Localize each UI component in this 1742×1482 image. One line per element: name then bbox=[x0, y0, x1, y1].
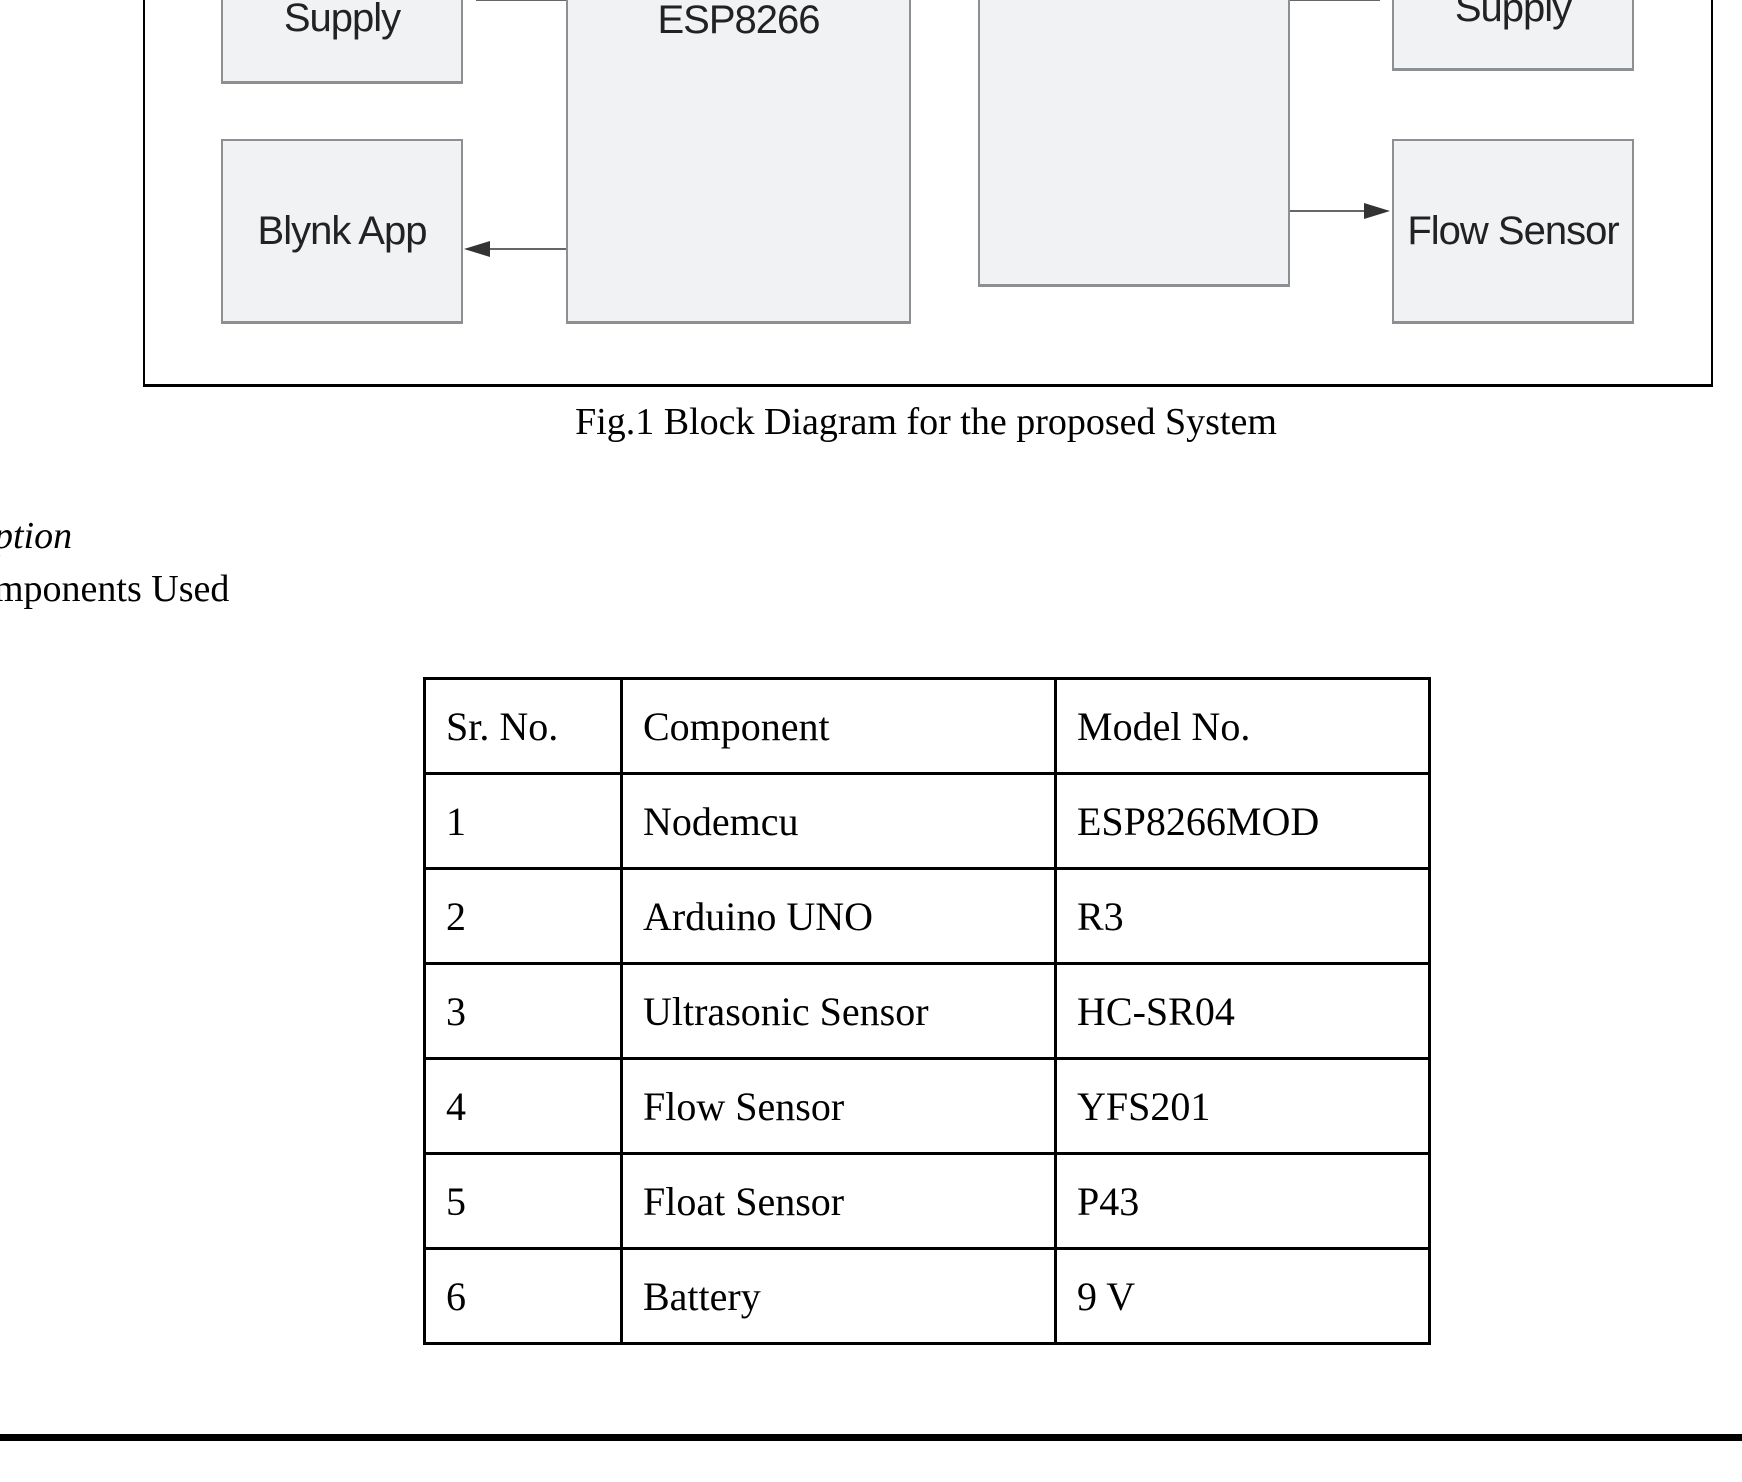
cell-sr-no: 3 bbox=[423, 962, 623, 1060]
table-row: 2 Arduino UNO R3 bbox=[423, 867, 1431, 965]
cell-component: Nodemcu bbox=[620, 772, 1057, 870]
block-label: Flow Sensor bbox=[1407, 208, 1619, 253]
section-subheading: mponents Used bbox=[0, 568, 230, 610]
table-row: 6 Battery 9 V bbox=[423, 1247, 1431, 1345]
block-esp8266: ESP8266 bbox=[566, 0, 911, 324]
header-model-no: Model No. bbox=[1054, 677, 1431, 775]
cell-sr-no: 1 bbox=[423, 772, 623, 870]
block-supply-right: Supply bbox=[1392, 0, 1634, 71]
cell-component: Float Sensor bbox=[620, 1152, 1057, 1250]
block-label: ESP8266 bbox=[657, 0, 820, 42]
block-supply-left: Supply bbox=[221, 0, 463, 84]
arrow-esp-to-blynk bbox=[464, 241, 566, 257]
section-heading: ption bbox=[0, 515, 73, 557]
page-divider bbox=[0, 1434, 1742, 1441]
table-header-row: Sr. No. Component Model No. bbox=[423, 677, 1431, 775]
diagram-arrows bbox=[464, 0, 1390, 257]
block-blynk-app: Blynk App bbox=[221, 139, 463, 324]
block-label: Blynk App bbox=[257, 208, 428, 253]
block-label: Supply bbox=[1454, 0, 1572, 30]
cell-component: Battery bbox=[620, 1247, 1057, 1345]
block-label: Supply bbox=[283, 0, 401, 40]
table-row: 1 Nodemcu ESP8266MOD bbox=[423, 772, 1431, 870]
figure-caption: Fig.1 Block Diagram for the proposed Sys… bbox=[575, 401, 1277, 443]
cell-model: 9 V bbox=[1054, 1247, 1431, 1345]
cell-component: Flow Sensor bbox=[620, 1057, 1057, 1155]
arrow-controller-to-flow bbox=[1290, 203, 1390, 219]
header-sr-no: Sr. No. bbox=[423, 677, 623, 775]
table-row: 5 Float Sensor P43 bbox=[423, 1152, 1431, 1250]
block-controller bbox=[978, 0, 1290, 287]
components-table: Sr. No. Component Model No. 1 Nodemcu ES… bbox=[423, 677, 1431, 1345]
cell-component: Arduino UNO bbox=[620, 867, 1057, 965]
cell-sr-no: 2 bbox=[423, 867, 623, 965]
block-diagram-frame bbox=[143, 0, 1713, 387]
cell-model: P43 bbox=[1054, 1152, 1431, 1250]
cell-sr-no: 4 bbox=[423, 1057, 623, 1155]
cell-model: R3 bbox=[1054, 867, 1431, 965]
table-row: 4 Flow Sensor YFS201 bbox=[423, 1057, 1431, 1155]
cell-sr-no: 5 bbox=[423, 1152, 623, 1250]
cell-model: HC-SR04 bbox=[1054, 962, 1431, 1060]
cell-model: YFS201 bbox=[1054, 1057, 1431, 1155]
cell-model: ESP8266MOD bbox=[1054, 772, 1431, 870]
cell-component: Ultrasonic Sensor bbox=[620, 962, 1057, 1060]
cell-sr-no: 6 bbox=[423, 1247, 623, 1345]
table-row: 3 Ultrasonic Sensor HC-SR04 bbox=[423, 962, 1431, 1060]
header-component: Component bbox=[620, 677, 1057, 775]
block-flow-sensor: Flow Sensor bbox=[1392, 139, 1634, 324]
